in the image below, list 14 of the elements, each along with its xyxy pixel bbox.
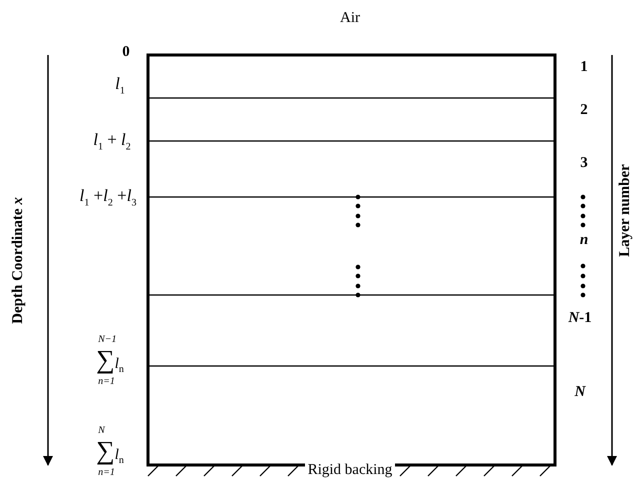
layer-number: 3 <box>580 156 588 170</box>
axis-title: Layer number <box>618 164 632 256</box>
depth-value: 0 <box>122 44 130 60</box>
layer-number: N <box>574 384 586 400</box>
layer-number: n <box>580 232 588 248</box>
layer-number: 2 <box>580 102 588 118</box>
depth-value: l$_{1}$ <box>115 75 125 97</box>
surface-label: Rigid backing <box>304 462 396 478</box>
depth-value: l$_{1}$ + l$_{2}$ <box>93 131 131 153</box>
medium-label: Air <box>340 10 360 26</box>
depth-value: l$_{1}$ +l$_{2}$ +l$_{3}$ <box>80 187 136 209</box>
layer-number: 1 <box>580 60 588 74</box>
axis-title: Depth Coordinate x <box>10 196 26 324</box>
layer-number: N-1 <box>568 310 592 326</box>
